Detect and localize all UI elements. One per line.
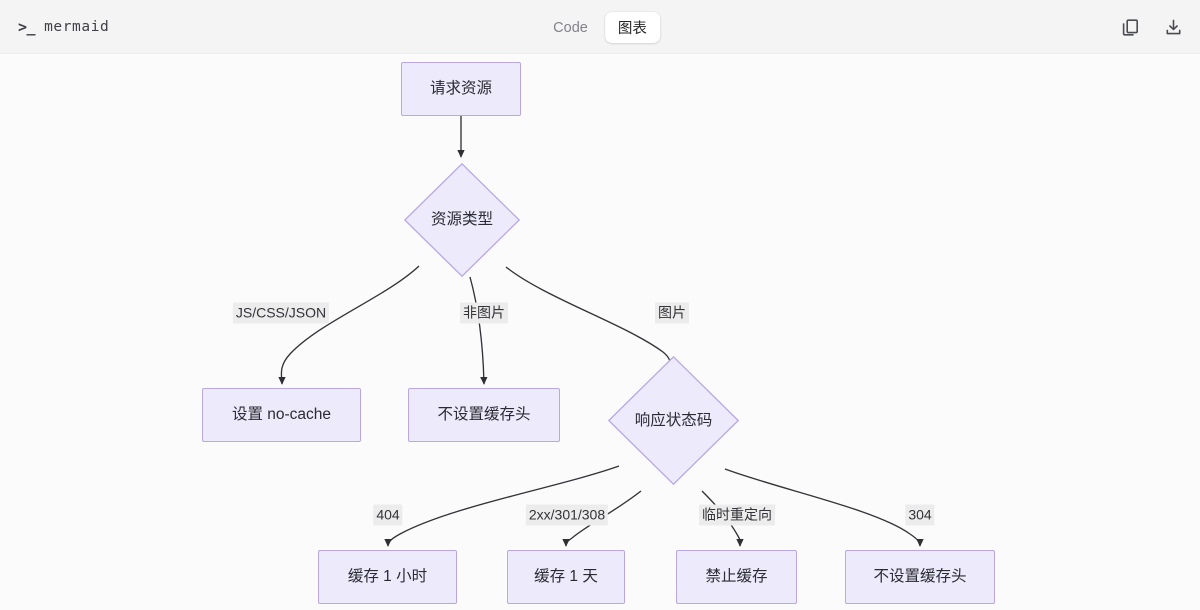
app-title: mermaid	[44, 19, 110, 35]
edge-label: 非图片	[460, 302, 508, 324]
edge-status-to-nohdr2	[724, 468, 924, 547]
header-actions	[1120, 0, 1184, 54]
node-status[interactable]: 响应状态码	[608, 356, 739, 485]
app-header: >_ mermaid Code 图表	[0, 0, 1200, 54]
node-nohdr2[interactable]: 不设置缓存头	[845, 550, 995, 604]
diagram-canvas[interactable]: 请求资源资源类型设置 no-cache 不设置缓存头 响应状态码缓存 1 小时 缓存 …	[0, 54, 1200, 610]
edge-label: 404	[373, 504, 403, 526]
node-cache1d[interactable]: 缓存 1 天	[507, 550, 625, 604]
node-label: 不设置缓存头	[437, 406, 531, 424]
node-label: 缓存 1 天	[534, 568, 598, 586]
edge-layer	[278, 116, 924, 547]
node-label: 请求资源	[429, 80, 492, 98]
node-label: 设置 no-cache	[231, 406, 332, 424]
edge-label: JS/CSS/JSON	[232, 302, 330, 324]
terminal-prompt-icon: >_	[18, 17, 36, 36]
tab-code[interactable]: Code	[553, 19, 588, 36]
node-label: 不设置缓存头	[873, 568, 967, 586]
node-nohdr1[interactable]: 不设置缓存头	[408, 388, 560, 442]
diamond-shape	[608, 356, 739, 485]
edge-label: 图片	[655, 302, 689, 324]
node-req[interactable]: 请求资源	[401, 62, 521, 116]
node-nocache[interactable]: 设置 no-cache	[202, 388, 361, 442]
edge-status-to-cache1d	[562, 490, 642, 547]
view-tabs: Code 图表	[540, 11, 660, 44]
node-label: 缓存 1 小时	[347, 568, 428, 586]
edge-label: 临时重定向	[699, 504, 775, 526]
node-cache1h[interactable]: 缓存 1 小时	[318, 550, 457, 604]
node-label: 响应状态码	[634, 411, 713, 429]
node-restype[interactable]: 资源类型	[404, 163, 520, 277]
edge-restype-to-nocache	[278, 265, 420, 385]
brand: >_ mermaid	[18, 0, 109, 54]
edge-label: 304	[905, 504, 935, 526]
node-label: 资源类型	[430, 211, 493, 229]
edge-label: 2xx/301/308	[525, 504, 609, 526]
edge-status-to-cache1h	[384, 465, 620, 547]
node-label: 禁止缓存	[705, 568, 768, 586]
download-icon[interactable]	[1163, 17, 1184, 38]
copy-icon[interactable]	[1120, 17, 1141, 38]
diamond-shape	[404, 163, 520, 277]
edge-restype-to-nohdr1	[469, 276, 488, 385]
tab-diagram[interactable]: 图表	[604, 12, 660, 43]
node-nostore[interactable]: 禁止缓存	[676, 550, 797, 604]
